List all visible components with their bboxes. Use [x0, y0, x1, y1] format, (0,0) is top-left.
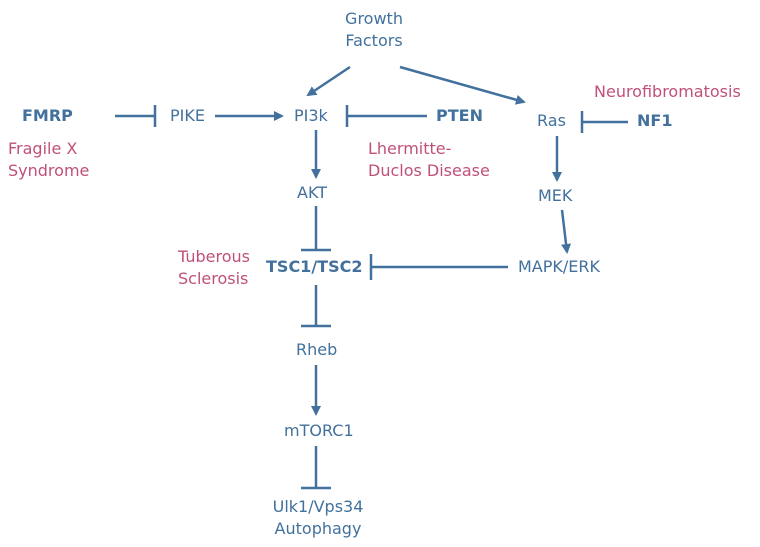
autophagy-line-2: Autophagy [274, 519, 362, 538]
node-growth-factors: Growth Factors [345, 8, 403, 52]
node-autophagy: Ulk1/Vps34 Autophagy [273, 496, 364, 540]
lhermitte-duclos-line-2: Duclos Disease [368, 161, 490, 180]
node-pike: PIKE [170, 106, 205, 125]
growth-factors-line-1: Growth [345, 9, 403, 28]
node-akt: AKT [297, 183, 327, 202]
node-tsc1-tsc2: TSC1/TSC2 [266, 257, 363, 276]
disease-lhermitte-duclos: Lhermitte- Duclos Disease [368, 138, 490, 182]
edge-mek-to-mapk [560, 209, 572, 254]
tuberous-sclerosis-line-2: Sclerosis [178, 269, 249, 288]
disease-fragile-x: Fragile X Syndrome [8, 138, 89, 182]
node-mapk-erk: MAPK/ERK [518, 257, 600, 276]
edge-growth-to-ras [399, 65, 526, 105]
tuberous-sclerosis-line-1: Tuberous [178, 247, 250, 266]
node-nf1: NF1 [637, 111, 673, 130]
node-rheb: Rheb [296, 340, 338, 359]
fragile-x-line-2: Syndrome [8, 161, 90, 180]
disease-tuberous-sclerosis: Tuberous Sclerosis [178, 246, 250, 290]
lhermitte-duclos-line-1: Lhermitte- [368, 139, 452, 158]
node-pi3k: PI3k [294, 106, 328, 125]
node-pten: PTEN [436, 106, 483, 125]
node-fmrp: FMRP [22, 106, 73, 125]
node-ras: Ras [537, 111, 566, 130]
autophagy-line-1: Ulk1/Vps34 [272, 497, 364, 516]
edge-growth-to-pi3k [306, 65, 351, 97]
node-mtorc1: mTORC1 [284, 421, 354, 440]
node-mek: MEK [538, 186, 573, 205]
disease-neurofibromatosis: Neurofibromatosis [594, 82, 741, 101]
fragile-x-line-1: Fragile X [8, 139, 78, 158]
growth-factors-line-2: Factors [345, 31, 403, 50]
